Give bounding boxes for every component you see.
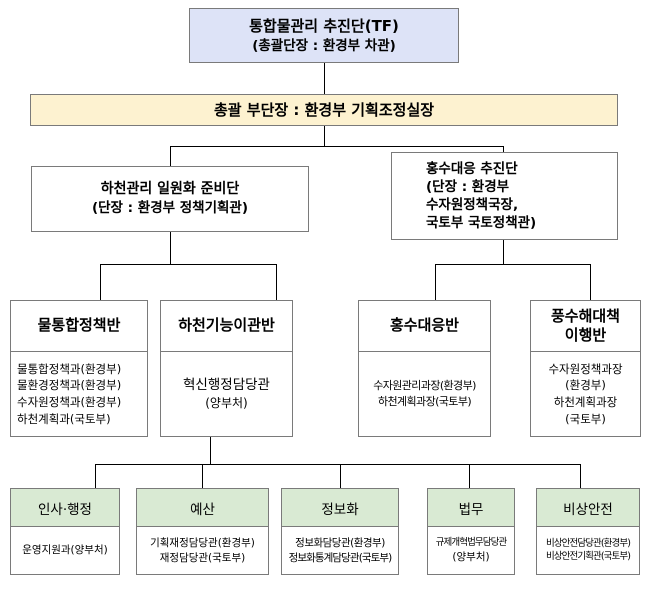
connector-flood-down [503, 240, 504, 264]
support-3-item: 정보화담당관(환경부) [295, 537, 385, 550]
unit-flood-response-header: 홍수대응반 [358, 300, 491, 351]
unit-1-item: 물통합정책과(환경부) [17, 361, 122, 376]
support-legal-title: 법무 [458, 501, 484, 518]
connector-to-unit-1 [100, 264, 101, 300]
support-budget-header: 예산 [136, 488, 269, 526]
support-it-header: 정보화 [281, 488, 399, 526]
support-emergency-body: 비상안전담당관(환경부) 비상안전기획관(국토부) [536, 526, 640, 575]
connector-flood-hbar [435, 264, 591, 265]
river-prep-line1: 하천관리 일원화 준비단 [100, 181, 240, 198]
support-2-item: 기획재정담당관(환경부) [150, 537, 255, 550]
support-budget-body: 기획재정담당관(환경부) 재정담당관(국토부) [136, 526, 269, 575]
connector-deputy-hbar [170, 146, 504, 147]
support-it-body: 정보화담당관(환경부) 정보화통계담당관(국토부) [281, 526, 399, 575]
unit-disaster-measures-title-1: 풍수해대책 [550, 306, 620, 325]
connector-to-support-4 [469, 464, 470, 488]
unit-1-item: 수자원정책과(환경부) [17, 395, 122, 409]
unit-4-item: 하천계획과장 [553, 395, 618, 409]
unit-flood-response-body: 수자원관리과장(환경부) 하천계획과장(국토부) [358, 351, 491, 437]
unit-3-item: 수자원관리과장(환경부) [373, 379, 476, 393]
support-4-item: 규제개혁법무담당관 [435, 537, 507, 548]
support-emergency-header: 비상안전 [536, 488, 640, 526]
river-prep-line2: (단장 : 환경부 정책기획관) [91, 200, 249, 217]
unit-4-item: (환경부) [565, 378, 606, 393]
support-budget-title: 예산 [190, 501, 215, 518]
connector-to-unit-4 [590, 264, 591, 300]
unit-river-transfer-title: 하천기능이관반 [178, 316, 275, 335]
support-5-item: 비상안전기획관(국토부) [545, 550, 631, 562]
deputy-box: 총괄 부단장 : 환경부 기획조정실장 [30, 94, 618, 126]
flood-promo-line4: 국토부 국토정책관) [426, 215, 537, 232]
support-4-item: (양부처) [452, 550, 490, 563]
connector-support-hbar [95, 464, 581, 465]
unit-1-item: 물환경정책과(환경부) [17, 378, 122, 393]
tf-title: 통합물관리 추진단(TF) [249, 17, 399, 36]
unit-4-item: (국토부) [565, 411, 606, 426]
flood-promo-line2: (단장 : 환경부 [426, 178, 510, 195]
unit-river-transfer-body: 혁신행정담당관 (양부처) [160, 351, 293, 437]
support-2-item: 재정담당관(국토부) [159, 551, 246, 564]
unit-3-item: 하천계획과장(국토부) [377, 395, 472, 408]
unit-2-item: (양부처) [205, 396, 248, 411]
connector-to-unit-2 [276, 264, 277, 300]
unit-4-item: 수자원정책과장 [548, 361, 623, 376]
deputy-label: 총괄 부단장 : 환경부 기획조정실장 [213, 100, 435, 119]
river-prep-box: 하천관리 일원화 준비단 (단장 : 환경부 정책기획관) [31, 166, 309, 232]
unit-water-policy-header: 물통합정책반 [10, 300, 148, 351]
connector-unit2-down [210, 437, 211, 464]
unit-flood-response-title: 홍수대응반 [389, 316, 459, 335]
support-3-item: 정보화통계담당관(국토부) [288, 551, 393, 564]
unit-disaster-measures-body: 수자원정책과장 (환경부) 하천계획과장 (국토부) [530, 351, 641, 437]
unit-water-policy-title: 물통합정책반 [37, 316, 121, 335]
tf-subtitle: (총괄단장 : 환경부 차관) [252, 37, 396, 54]
support-hr-admin-title: 인사·행정 [38, 501, 92, 518]
connector-deputy-down [324, 126, 325, 146]
flood-promo-line3: 수자원정책국장, [426, 197, 519, 213]
unit-water-policy-body: 물통합정책과(환경부) 물환경정책과(환경부) 수자원정책과(환경부) 하천계획… [10, 351, 148, 437]
unit-disaster-measures-header: 풍수해대책 이행반 [530, 300, 641, 351]
connector-to-support-3 [340, 464, 341, 488]
connector-river-prep-down [170, 232, 171, 264]
support-it-title: 정보화 [321, 501, 359, 518]
unit-1-item: 하천계획과(국토부) [17, 411, 111, 426]
flood-promo-line1: 홍수대응 추진단 [426, 160, 518, 177]
connector-to-river-prep [170, 146, 171, 166]
support-emergency-title: 비상안전 [563, 501, 613, 518]
support-hr-admin-body: 운영지원과(양부처) [10, 526, 120, 575]
unit-river-transfer-header: 하천기능이관반 [160, 300, 293, 351]
support-5-item: 비상안전담당관(환경부) [545, 537, 631, 549]
support-legal-body: 규제개혁법무담당관 (양부처) [427, 526, 515, 575]
support-legal-header: 법무 [427, 488, 515, 526]
connector-to-support-2 [202, 464, 203, 488]
unit-2-item: 혁신행정담당관 [183, 376, 270, 393]
unit-disaster-measures-title-2: 이행반 [564, 326, 607, 344]
support-hr-admin-header: 인사·행정 [10, 488, 120, 526]
connector-river-hbar [100, 264, 277, 265]
flood-promo-box: 홍수대응 추진단 (단장 : 환경부 수자원정책국장, 국토부 국토정책관) [391, 152, 618, 240]
tf-box: 통합물관리 추진단(TF) (총괄단장 : 환경부 차관) [189, 8, 459, 63]
connector-tf-deputy [324, 63, 325, 94]
connector-to-support-5 [580, 464, 581, 488]
connector-to-support-1 [95, 464, 96, 488]
support-1-item: 운영지원과(양부처) [22, 544, 108, 557]
connector-to-unit-3 [435, 264, 436, 300]
